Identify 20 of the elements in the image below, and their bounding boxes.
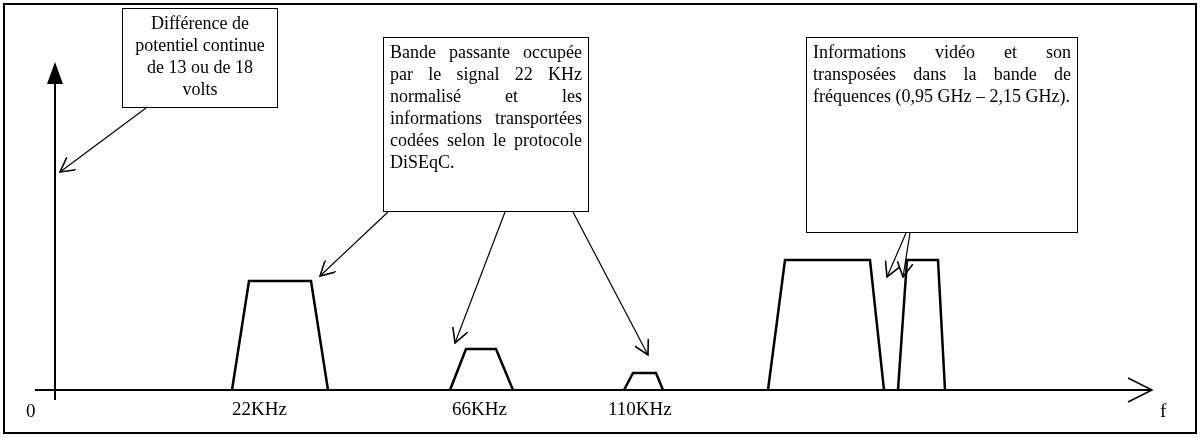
amplitude-axis — [47, 62, 63, 400]
frequency-label: 66KHz — [452, 398, 507, 420]
callout-box — [122, 8, 278, 108]
axis-label: f — [1160, 400, 1167, 422]
leader-arrow — [884, 232, 907, 278]
callout-text: Différence de potentiel continue de 13 ou de 18 volts — [134, 12, 266, 100]
callout-text: Informations vidéo et son transposées dans la bande de fréquences (0,95 GHz – 2,15 GHz). — [813, 41, 1071, 107]
leader-arrow — [896, 232, 914, 278]
frequency-label: 22KHz — [232, 398, 287, 420]
callout-text: Bande passante occupée par le signal 22 KHz normalisé et les informations transportées codées selon le protocole DiSEqC. — [390, 41, 582, 173]
frequency-label: 110KHz — [608, 398, 672, 420]
leader-arrow — [59, 107, 147, 173]
spectrum-band — [768, 259, 884, 390]
origin-label: 0 — [26, 400, 36, 422]
leader-arrow — [319, 211, 389, 277]
leader-arrow — [572, 211, 650, 356]
callout-box — [383, 37, 589, 212]
leader-arrow — [451, 211, 506, 344]
callout-box — [806, 37, 1078, 233]
spectrum-band — [898, 259, 945, 390]
